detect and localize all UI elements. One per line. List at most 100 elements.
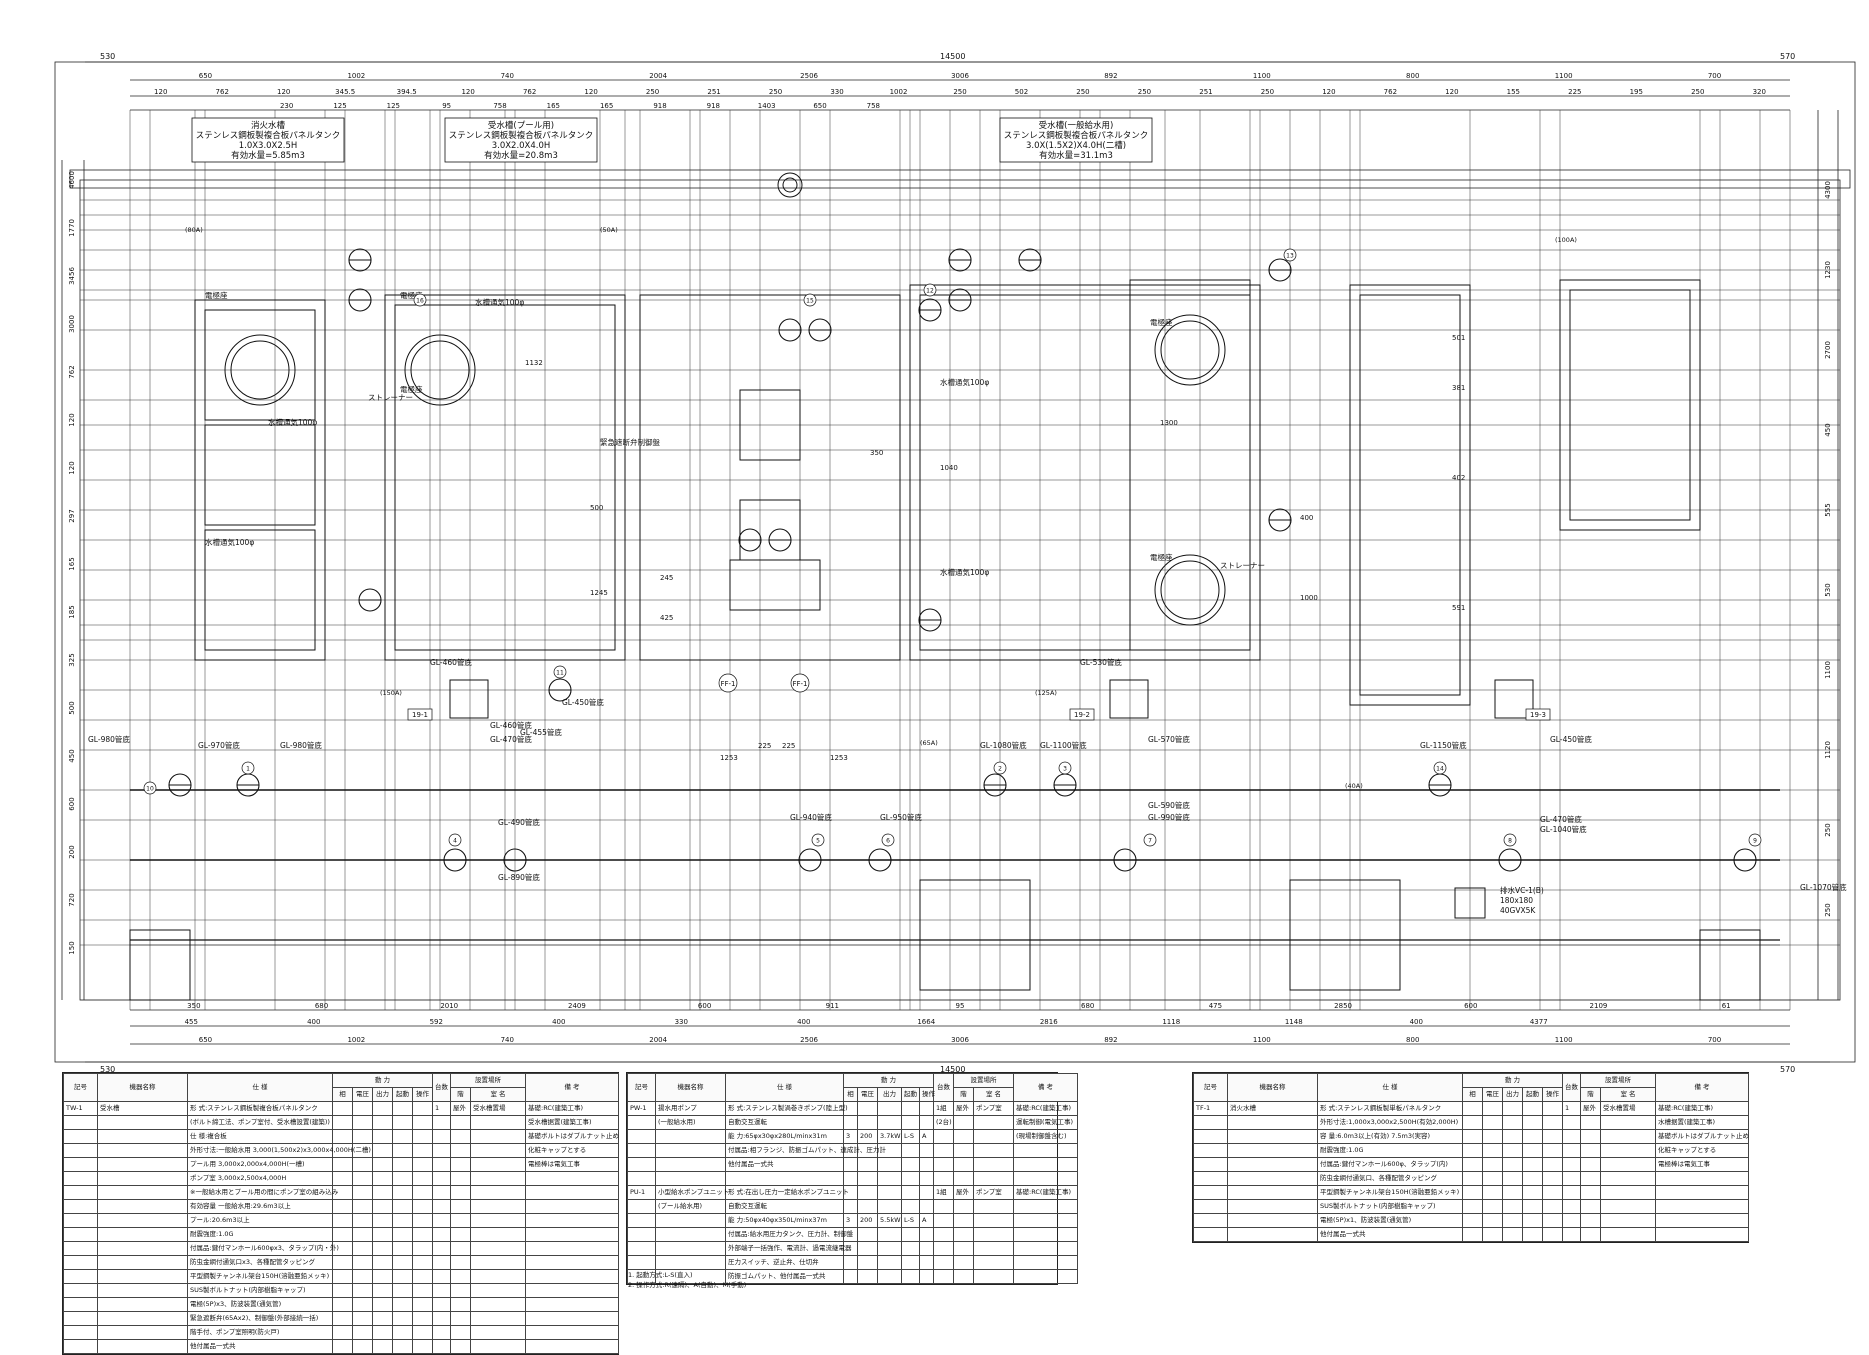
cell-blank5 (412, 1241, 433, 1256)
strainer-label: ストレーナー (368, 393, 413, 402)
cell-blank1 (332, 1311, 353, 1326)
valve-number-mark (1058, 761, 1072, 775)
invert-level-label: GL-1100管底 (1040, 740, 1087, 750)
cell-spec: ※一般給水用とプール用の間にポンプ室の組み込み (187, 1185, 338, 1200)
dimension-text: 4300 (1824, 181, 1832, 199)
cell-blank4 (392, 1339, 413, 1354)
cell-blank1 (1462, 1199, 1483, 1214)
table-row: ポンプ室 3,000x2,500x4,000H (63, 1171, 619, 1186)
tank-title-1-spec: ステンレス鋼板製複合板パネルタンク (196, 130, 341, 141)
table-row: 付属品:鍵付マンホール600φx3、タラップ(内・外) (63, 1241, 619, 1256)
cell-blank1 (332, 1157, 353, 1172)
th-output: 出力 (372, 1087, 393, 1102)
cell-spec: 圧力スイッチ、逆止弁、仕切弁 (725, 1255, 844, 1270)
cell-blank4 (392, 1311, 413, 1326)
cell-name (97, 1339, 188, 1354)
cell-blank1 (1462, 1227, 1483, 1242)
manhole-label: 電極座 (400, 290, 423, 300)
dimension-text: 892 (1104, 72, 1117, 80)
cell-floor (1580, 1157, 1601, 1172)
drain-pit (1109, 679, 1149, 719)
valve-number-mark (553, 665, 567, 679)
cell-blank4 (392, 1241, 413, 1256)
cell-floor (450, 1227, 471, 1242)
dimension-text: 650 (199, 72, 212, 80)
cell-blank3 (372, 1325, 393, 1340)
cell-note (525, 1171, 619, 1186)
cell-note (525, 1199, 619, 1214)
cell-note (1655, 1227, 1749, 1242)
cell-blank1 (332, 1283, 353, 1298)
cell-blank4 (392, 1255, 413, 1270)
dimension-text: 400 (552, 1018, 565, 1026)
cell-blank1 (1462, 1157, 1483, 1172)
cell-start (901, 1227, 920, 1242)
cell-code (63, 1213, 98, 1228)
dimension-text: 120 (584, 88, 597, 96)
cell-name (1227, 1199, 1318, 1214)
cell-blank5 (1542, 1101, 1563, 1116)
equipment-table-tanks: 記号 機器名称 仕 様 動 力 台数 設置場所 備 考 相 電圧 出力 起動 操… (62, 1072, 619, 1355)
invert-level-label: GL-950管底 (880, 812, 922, 822)
cell-floor (953, 1115, 974, 1130)
invert-level-label: GL-490管底 (498, 817, 540, 827)
th-floor: 階 (1580, 1087, 1601, 1102)
table-row: 付属品:鍵付マンホール600φ、タラップ(内)電極棒は電気工事 (1193, 1157, 1749, 1172)
cell-start (901, 1269, 920, 1284)
cell-start (901, 1171, 920, 1186)
cell-room (973, 1129, 1014, 1144)
cell-blank5 (412, 1339, 433, 1354)
inner-dimension-text: 500 (590, 504, 603, 512)
cell-blank5 (412, 1115, 433, 1130)
tank-general-water (909, 284, 1261, 661)
cell-room (1600, 1171, 1656, 1186)
valve-number-mark (1503, 833, 1517, 847)
cell-code (1193, 1171, 1228, 1186)
cell-note (525, 1185, 619, 1200)
grid-lines-horizontal (80, 199, 1840, 1001)
cell-blank1 (332, 1227, 353, 1242)
invert-level-label: GL-1070管底 (1800, 882, 1847, 892)
cell-blank5 (412, 1157, 433, 1172)
cell-name (97, 1143, 188, 1158)
th-code: 記号 (1193, 1073, 1228, 1102)
cell-name (655, 1213, 726, 1228)
cell-qty (432, 1227, 451, 1242)
dimension-text: 600 (68, 797, 76, 810)
cell-floor (1580, 1171, 1601, 1186)
table-row: ※一般給水用とプール用の間にポンプ室の組み込み (63, 1185, 619, 1200)
cell-spec: 階手付、ポンプ室照明(防火戸) (187, 1325, 333, 1340)
invert-level-label: GL-460管底 (490, 720, 532, 730)
dimension-text: 320 (1753, 88, 1766, 96)
cell-qty: (2台) (933, 1115, 954, 1130)
valve-number-mark (811, 833, 825, 847)
dimension-text: 125 (333, 102, 346, 110)
drain-pit (449, 679, 489, 719)
cell-note (1655, 1213, 1749, 1228)
cell-name (97, 1213, 188, 1228)
dimension-text: 1118 (1162, 1018, 1180, 1026)
cell-spec: 形 式:ステンレス製渦巻きポンプ(陸上型) (725, 1101, 848, 1116)
outdoor-unit-area (1349, 284, 1471, 706)
dimension-text: 700 (1708, 1036, 1721, 1044)
vent-label: 水槽通気100φ (940, 567, 989, 577)
dimension-text: 2409 (568, 1002, 586, 1010)
cell-note: 運転制御(電気工事) (1013, 1115, 1078, 1130)
cell-room (470, 1283, 526, 1298)
cell-code (627, 1129, 656, 1144)
cell-room (470, 1297, 526, 1312)
tank-title-2-name: 受水槽(プール用) (488, 120, 554, 131)
dimension-text: 195 (1630, 88, 1643, 96)
dimension-text: 125 (387, 102, 400, 110)
invert-level-label: GL-970管底 (198, 740, 240, 750)
cell-spec: 耐震強度:1.0G (1317, 1143, 1463, 1158)
cell-code (63, 1115, 98, 1130)
cell-floor (450, 1325, 471, 1340)
table-row: SUS製ボルトナット(内部樹脂キャップ) (63, 1283, 619, 1298)
equipment-table-fire-tank: 記号 機器名称 仕 様 動 力 台数 設置場所 備 考 相 電圧 出力 起動 操… (1192, 1072, 1749, 1243)
cell-note (525, 1339, 619, 1354)
table-row: (プール給水用)自動交互運転 (627, 1199, 1078, 1214)
cell-name (655, 1171, 726, 1186)
tank-title-1-size: 1.0X3.0X2.5H (239, 141, 298, 151)
cell-spec: 形 式:ステンレス鋼板製単板パネルタンク (1317, 1101, 1463, 1116)
